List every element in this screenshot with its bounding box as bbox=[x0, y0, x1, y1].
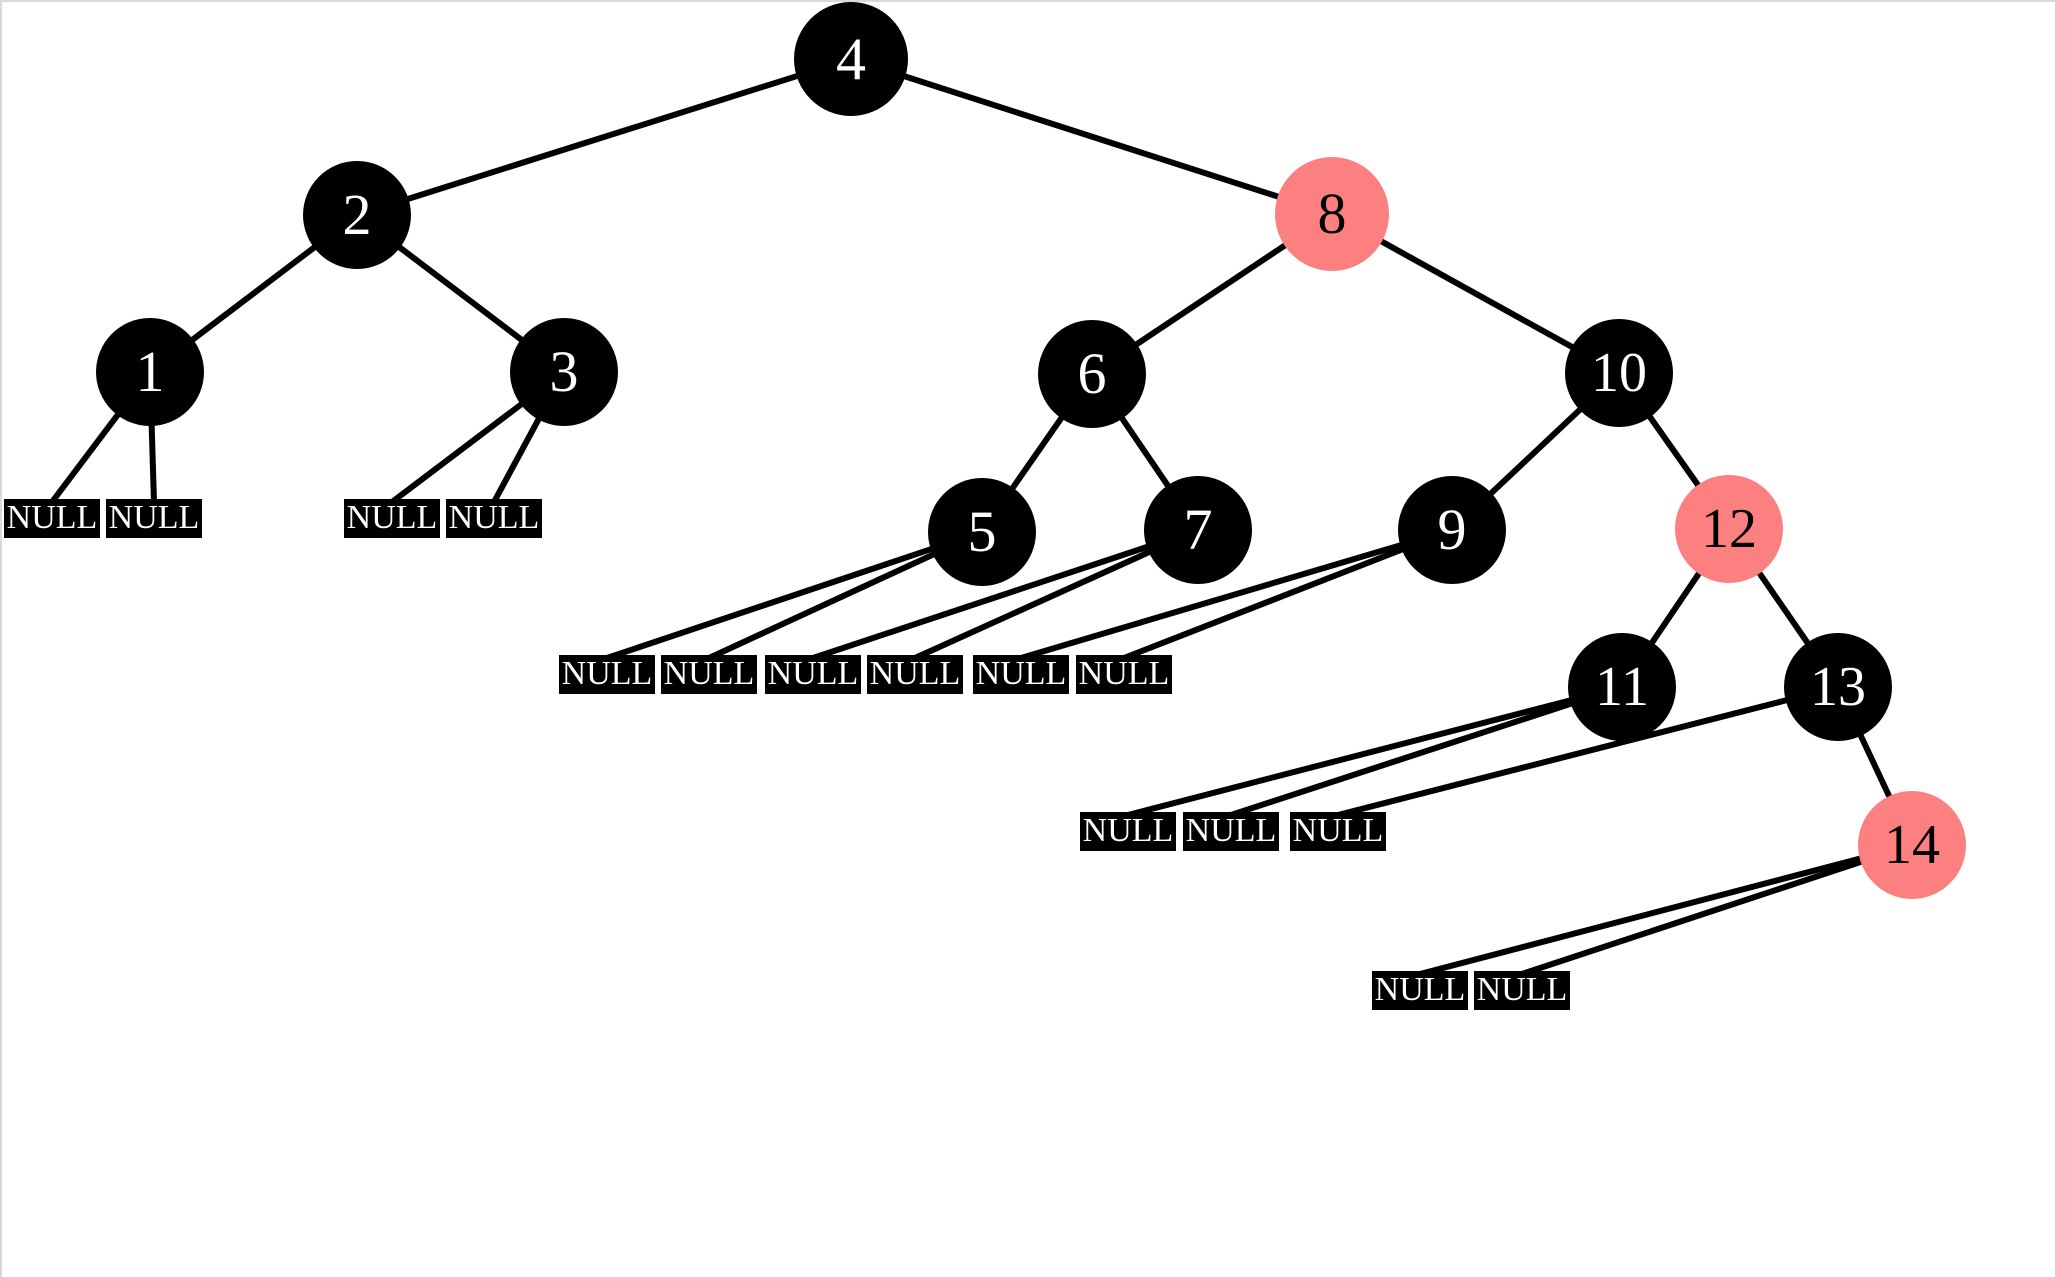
tree-edge bbox=[405, 72, 800, 203]
tree-edge bbox=[49, 411, 122, 504]
tree-node-6[interactable]: 6 bbox=[1038, 320, 1146, 428]
tree-null-leaf[interactable]: NULL bbox=[1372, 970, 1468, 1010]
tree-null-leaf[interactable]: NULL bbox=[4, 498, 100, 538]
tree-null-leaf[interactable]: NULL bbox=[1076, 654, 1172, 694]
tree-edge bbox=[1133, 242, 1288, 348]
tree-node-9[interactable]: 9 bbox=[1398, 476, 1506, 584]
tree-edge bbox=[491, 416, 542, 504]
tree-edge bbox=[1857, 732, 1893, 800]
tree-null-leaf[interactable]: NULL bbox=[1080, 811, 1176, 851]
tree-edge bbox=[707, 551, 937, 661]
tree-edge bbox=[1127, 697, 1573, 818]
tree-edge bbox=[1337, 696, 1789, 818]
tree-node-8[interactable]: 8 bbox=[1275, 157, 1389, 271]
tree-node-4[interactable]: 4 bbox=[794, 2, 908, 116]
tree-edge bbox=[189, 244, 318, 343]
tree-null-leaf[interactable]: NULL bbox=[661, 654, 757, 694]
tree-null-leaf[interactable]: NULL bbox=[1290, 811, 1386, 851]
tree-null-leaf[interactable]: NULL bbox=[973, 654, 1069, 694]
tree-node-11[interactable]: 11 bbox=[1568, 633, 1676, 741]
tree-edge bbox=[1009, 414, 1065, 492]
tree-node-12[interactable]: 12 bbox=[1675, 475, 1783, 583]
tree-null-leaf[interactable]: NULL bbox=[867, 654, 963, 694]
tree-node-1[interactable]: 1 bbox=[96, 318, 204, 426]
tree-edge bbox=[606, 545, 934, 661]
tree-null-leaf[interactable]: NULL bbox=[1474, 970, 1570, 1010]
tree-null-leaf[interactable]: NULL bbox=[106, 498, 202, 538]
tree-null-leaf[interactable]: NULL bbox=[765, 654, 861, 694]
tree-edge bbox=[1419, 855, 1863, 977]
tree-node-3[interactable]: 3 bbox=[510, 318, 618, 426]
tree-null-leaf[interactable]: NULL bbox=[559, 654, 655, 694]
tree-null-leaf[interactable]: NULL bbox=[446, 498, 542, 538]
tree-edge bbox=[1118, 415, 1172, 489]
tree-edge bbox=[1646, 413, 1702, 489]
tree-null-leaf[interactable]: NULL bbox=[344, 498, 440, 538]
tree-node-7[interactable]: 7 bbox=[1144, 476, 1252, 584]
tree-edge bbox=[1648, 570, 1703, 646]
tree-edge bbox=[396, 244, 525, 343]
tree-node-13[interactable]: 13 bbox=[1784, 633, 1892, 741]
tree-node-5[interactable]: 5 bbox=[928, 478, 1036, 586]
tree-edge bbox=[1487, 406, 1584, 497]
tree-edge bbox=[1756, 570, 1811, 646]
tree-node-10[interactable]: 10 bbox=[1565, 319, 1673, 427]
tree-edge bbox=[1521, 858, 1864, 977]
tree-node-14[interactable]: 14 bbox=[1858, 791, 1966, 899]
tree-null-leaf[interactable]: NULL bbox=[1183, 811, 1279, 851]
tree-node-2[interactable]: 2 bbox=[303, 161, 411, 269]
tree-edge bbox=[390, 400, 525, 505]
tree-edge bbox=[1378, 238, 1575, 351]
tree-edge bbox=[1230, 700, 1574, 818]
tree-edge bbox=[148, 423, 157, 503]
tree-edge bbox=[902, 73, 1281, 200]
